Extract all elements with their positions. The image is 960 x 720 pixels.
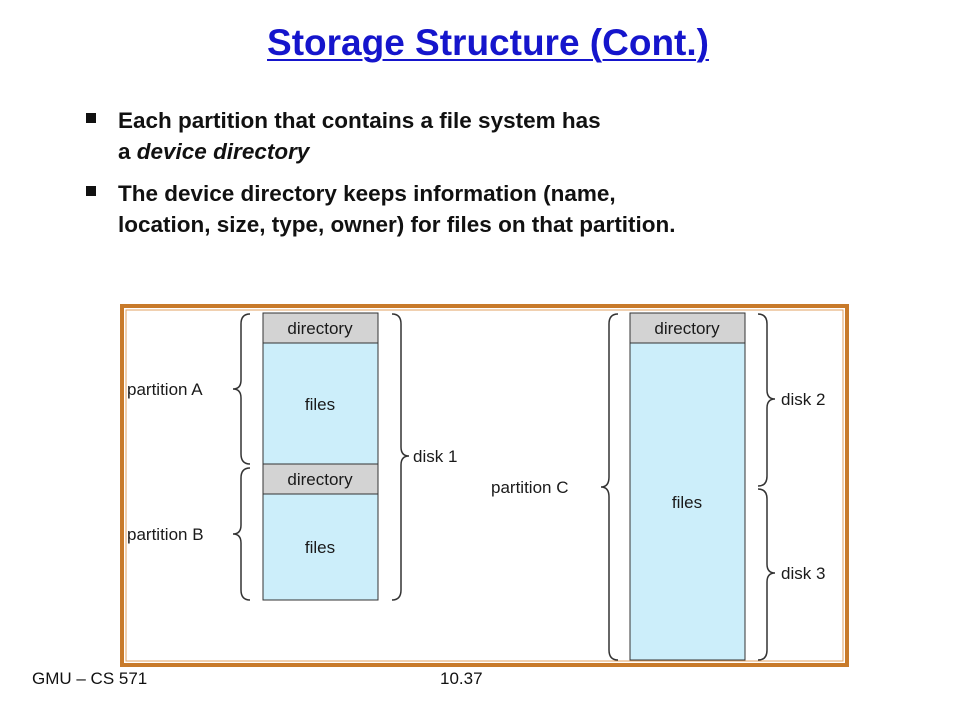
directory-block xyxy=(262,463,379,495)
bullet-list: Each partition that contains a file syst… xyxy=(82,105,942,251)
bullet-line: a xyxy=(118,139,137,164)
block-label: directory xyxy=(287,470,353,489)
bullet-line: Each partition that contains a file syst… xyxy=(118,108,601,133)
block-label: files xyxy=(305,395,335,414)
partition-label: partition A xyxy=(127,380,203,399)
files-block xyxy=(262,342,379,465)
bullet-line: location, size, type, owner) for files o… xyxy=(118,212,676,237)
block-label: directory xyxy=(654,319,720,338)
partition-a-brace xyxy=(232,313,251,465)
storage-diagram: directory files directory files partitio… xyxy=(120,304,849,667)
disk-1-brace xyxy=(391,313,410,601)
bullet-emphasis: device directory xyxy=(136,139,310,164)
bullet-item: Each partition that contains a file syst… xyxy=(82,105,942,167)
bullet-item: The device directory keeps information (… xyxy=(82,178,942,240)
square-bullet-icon xyxy=(86,113,96,123)
disk-3-brace xyxy=(757,488,776,661)
bullet-line: The device directory keeps information (… xyxy=(118,181,616,206)
block-label: files xyxy=(305,538,335,557)
files-block xyxy=(262,493,379,601)
disk-label: disk 1 xyxy=(413,447,457,466)
disk-label: disk 2 xyxy=(781,390,825,409)
partition-label: partition C xyxy=(491,478,568,497)
files-block xyxy=(629,342,746,661)
partition-c-brace xyxy=(600,313,619,661)
partition-label: partition B xyxy=(127,525,204,544)
footer-page-number: 10.37 xyxy=(440,669,483,688)
disk-2-brace xyxy=(757,313,776,487)
square-bullet-icon xyxy=(86,186,96,196)
directory-block xyxy=(262,312,379,344)
block-label: directory xyxy=(287,319,353,338)
disk-label: disk 3 xyxy=(781,564,825,583)
footer-course: GMU – CS 571 xyxy=(32,669,148,688)
slide-title: Storage Structure (Cont.) xyxy=(267,22,709,63)
block-label: files xyxy=(672,493,702,512)
partition-b-brace xyxy=(232,467,251,601)
diagram-frame-inner xyxy=(125,309,844,662)
